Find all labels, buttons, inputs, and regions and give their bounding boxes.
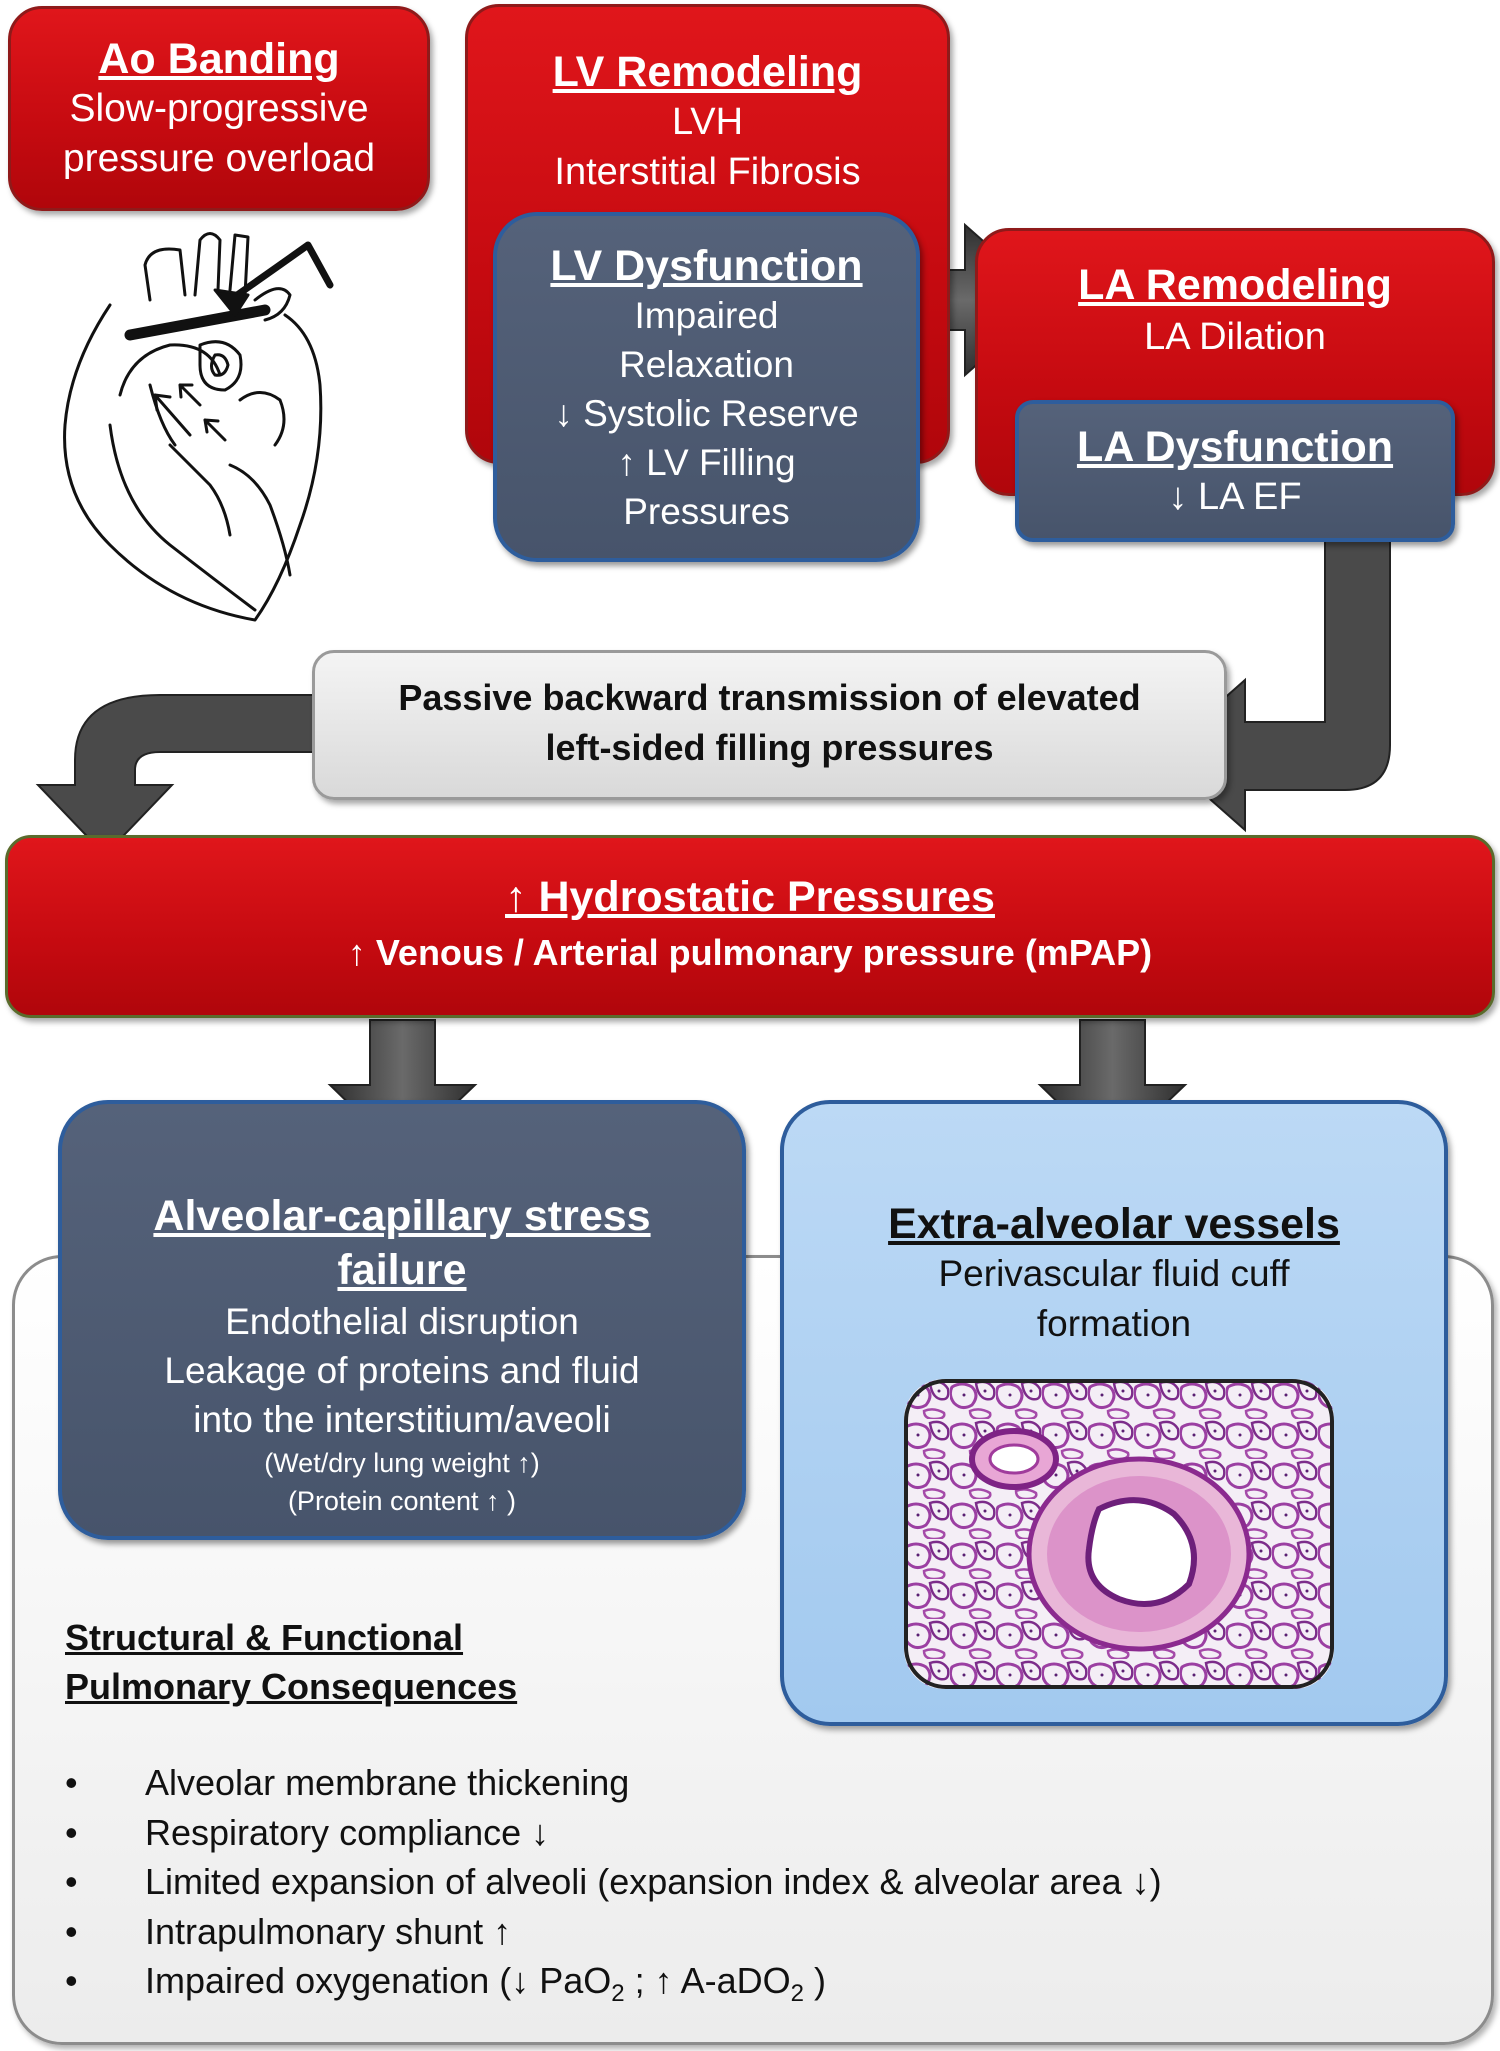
list-item: • Limited expansion of alveoli (expansio… bbox=[65, 1857, 1162, 1907]
consequence-item-5: Impaired oxygenation (↓ PaO2 ; ↑ A-aDO2 … bbox=[145, 1960, 827, 2008]
list-item: • Alveolar membrane thickening bbox=[65, 1758, 1162, 1808]
alveolar-title-line2: failure bbox=[337, 1246, 467, 1294]
bullet: • bbox=[65, 1960, 78, 2001]
extra-alveolar-box: Extra-alveolar vessels Perivascular flui… bbox=[780, 1100, 1448, 1726]
hydrostatic-box: ↑ Hydrostatic Pressures ↑ Venous / Arter… bbox=[5, 835, 1495, 1018]
passive-transmission-box: Passive backward transmission of elevate… bbox=[312, 650, 1227, 800]
passive-line2: left-sided filling pressures bbox=[545, 727, 994, 768]
consequence-item-3: Limited expansion of alveoli (expansion … bbox=[145, 1861, 1162, 1902]
la-dysfunction-box: LA Dysfunction ↓ LA EF bbox=[1015, 400, 1455, 542]
alveolar-stress-box: Alveolar-capillary stress failure Endoth… bbox=[58, 1100, 746, 1540]
ao-banding-box: Ao Banding Slow-progressive pressure ove… bbox=[8, 6, 430, 211]
lv-dysfunction-line2: Relaxation bbox=[619, 344, 794, 385]
la-dysfunction-line1: ↓ LA EF bbox=[1168, 476, 1302, 518]
passive-line1: Passive backward transmission of elevate… bbox=[398, 677, 1141, 718]
consequence-item-2: Respiratory compliance ↓ bbox=[145, 1811, 550, 1853]
lv-remodeling-title: LV Remodeling bbox=[552, 48, 863, 96]
lv-dysfunction-box: LV Dysfunction Impaired Relaxation ↓ Sys… bbox=[493, 212, 920, 562]
bullet: • bbox=[65, 1762, 78, 1803]
list-item: • Respiratory compliance ↓ bbox=[65, 1808, 1162, 1858]
extra-alveolar-line1: Perivascular fluid cuff bbox=[938, 1253, 1290, 1294]
alveolar-title-line1: Alveolar-capillary stress bbox=[153, 1192, 651, 1240]
lv-dysfunction-line5: Pressures bbox=[623, 491, 790, 532]
lv-dysfunction-line3: ↓ Systolic Reserve bbox=[554, 393, 859, 434]
la-dysfunction-title: LA Dysfunction bbox=[1076, 423, 1394, 471]
extra-alveolar-title: Extra-alveolar vessels bbox=[888, 1200, 1340, 1248]
bullet: • bbox=[65, 1861, 78, 1902]
alveolar-line1: Endothelial disruption bbox=[225, 1301, 579, 1342]
list-item: • Impaired oxygenation (↓ PaO2 ; ↑ A-aDO… bbox=[65, 1956, 1162, 2019]
lv-remodeling-line2: Interstitial Fibrosis bbox=[554, 151, 861, 193]
consequences-heading-line2: Pulmonary Consequences bbox=[65, 1666, 518, 1707]
list-item: • Intrapulmonary shunt ↑ bbox=[65, 1907, 1162, 1957]
arrow-passive-to-hydrostatic bbox=[35, 694, 316, 857]
alveolar-line2: Leakage of proteins and fluid bbox=[164, 1350, 640, 1391]
lv-dysfunction-line4: ↑ LV Filling bbox=[617, 442, 796, 483]
heart-illustration bbox=[63, 232, 334, 622]
ao-banding-line2: pressure overload bbox=[62, 137, 376, 180]
lung-histology-image bbox=[904, 1379, 1334, 1689]
la-remodeling-title: LA Remodeling bbox=[1078, 261, 1392, 309]
hydrostatic-line1: ↑ Venous / Arterial pulmonary pressure (… bbox=[347, 932, 1153, 973]
lv-dysfunction-line1: Impaired bbox=[634, 295, 779, 336]
alveolar-small2: (Protein content ↑ ) bbox=[287, 1486, 517, 1516]
alveolar-line3: into the interstitium/aveoli bbox=[193, 1399, 611, 1440]
ao-banding-line1: Slow-progressive bbox=[69, 87, 369, 130]
consequence-item-4: Intrapulmonary shunt ↑ bbox=[145, 1910, 512, 1952]
bullet: • bbox=[65, 1811, 78, 1853]
consequence-item-1: Alveolar membrane thickening bbox=[145, 1762, 630, 1803]
bullet: • bbox=[65, 1910, 78, 1952]
la-remodeling-line1: LA Dilation bbox=[1144, 316, 1326, 358]
lv-dysfunction-title: LV Dysfunction bbox=[550, 242, 863, 290]
consequences-list: • Alveolar membrane thickening • Respira… bbox=[65, 1758, 1162, 2019]
ao-banding-title: Ao Banding bbox=[98, 35, 340, 83]
consequences-heading: Structural & Functional Pulmonary Conseq… bbox=[65, 1613, 517, 1711]
alveolar-small1: (Wet/dry lung weight ↑) bbox=[264, 1448, 540, 1478]
consequences-heading-line1: Structural & Functional bbox=[65, 1617, 464, 1658]
hydrostatic-title: ↑ Hydrostatic Pressures bbox=[505, 873, 995, 921]
consequences-panel: Structural & Functional Pulmonary Conseq… bbox=[12, 1255, 1494, 2045]
lv-remodeling-line1: LVH bbox=[671, 101, 744, 143]
extra-alveolar-line2: formation bbox=[1036, 1303, 1192, 1344]
